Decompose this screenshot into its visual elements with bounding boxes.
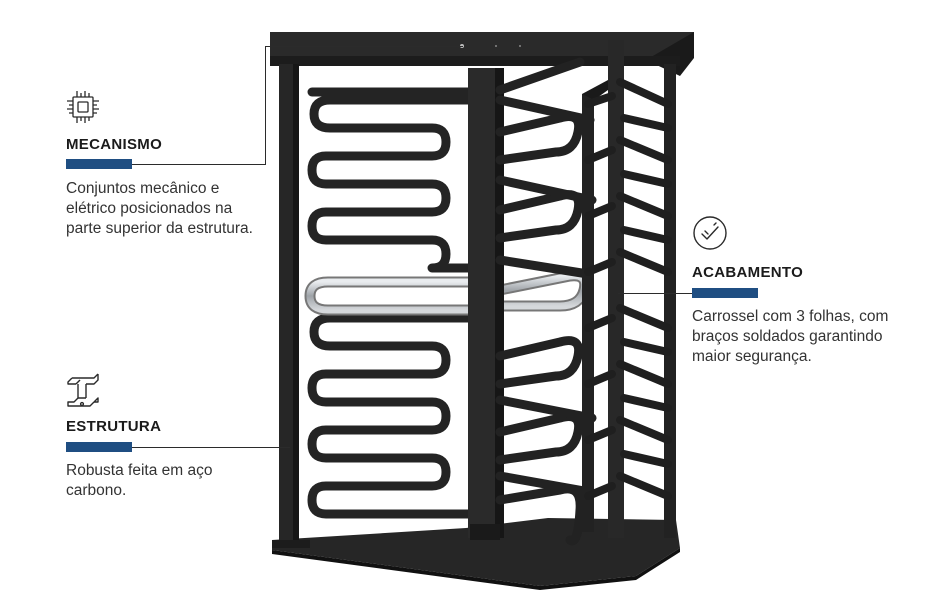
mecanismo-title: MECANISMO bbox=[66, 136, 163, 153]
highlighted-arm bbox=[304, 270, 591, 316]
chip-icon bbox=[67, 91, 99, 123]
right-cage bbox=[582, 40, 676, 538]
mecanismo-description: Conjuntos mecânico e elétrico posicionad… bbox=[66, 180, 253, 237]
mecanismo-leader-top bbox=[265, 46, 463, 47]
cage-rungs bbox=[584, 78, 672, 500]
acabamento-title: ACABAMENTO bbox=[692, 264, 804, 281]
estrutura-leader bbox=[130, 447, 290, 448]
estrutura-accent-bar bbox=[66, 442, 132, 452]
check-badge-icon bbox=[693, 216, 727, 250]
acabamento-description: Carrossel com 3 folhas, com braços solda… bbox=[692, 308, 889, 365]
estrutura-description: Robusta feita em aço carbono. bbox=[66, 462, 213, 499]
mecanismo-leader-vertical bbox=[265, 46, 266, 165]
mecanismo-leader-horizontal bbox=[130, 164, 266, 165]
acabamento-leader bbox=[618, 293, 692, 294]
estrutura-title: ESTRUTURA bbox=[66, 418, 162, 435]
top-canopy bbox=[270, 32, 694, 76]
mecanismo-accent-bar bbox=[66, 159, 132, 169]
rotor-shaft bbox=[468, 68, 504, 540]
rotor-arms bbox=[495, 57, 597, 546]
left-post bbox=[272, 64, 310, 548]
steel-beam-icon bbox=[67, 373, 99, 407]
acabamento-accent-bar bbox=[692, 288, 758, 298]
fixed-barrier bbox=[307, 87, 473, 519]
